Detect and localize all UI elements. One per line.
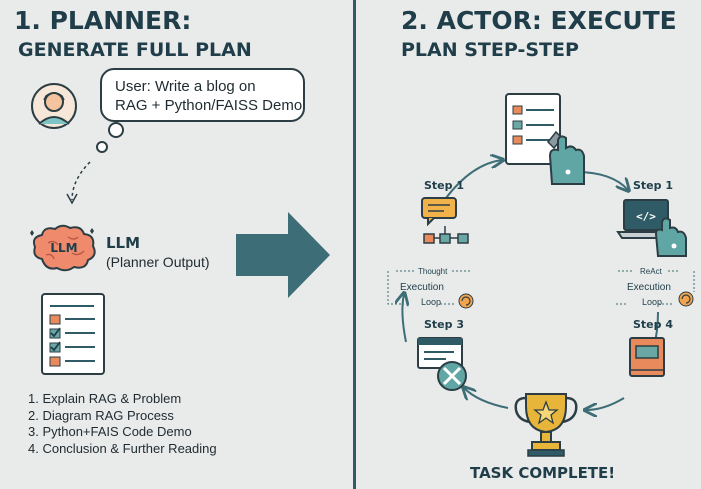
brain-llm-text: LLM: [50, 241, 77, 255]
user-prompt-line2: RAG + Python/FAISS Demo: [115, 97, 303, 114]
step-label-top-left: Step 1: [424, 179, 464, 192]
loop-left-bottom: Loop: [421, 297, 442, 307]
loop-right-bottom: Loop: [642, 297, 663, 307]
user-prompt-line1: User: Write a blog on: [115, 78, 256, 95]
plan-step: 4. Conclusion & Further Reading: [28, 440, 217, 456]
llm-label: LLM: [106, 234, 141, 252]
plan-step: 1. Explain RAG & Problem: [28, 391, 182, 406]
user-avatar-icon: [31, 83, 77, 129]
user-speech-bubble: User: Write a blog on RAG + Python/FAISS…: [100, 68, 305, 122]
plan-step: 2. Diagram RAG Process: [28, 407, 174, 423]
loop-right-top: ReAct: [640, 267, 662, 276]
actor-subtitle: PLAN STEP-STEP: [401, 39, 579, 61]
react-loop-diagram: [616, 270, 695, 307]
chat-flowchart-icon: [421, 197, 469, 244]
panel-divider: [353, 0, 356, 489]
thought-bubble-connector: [66, 122, 124, 205]
thought-loop-diagram: [387, 270, 474, 309]
code-tag-text: </>: [636, 210, 656, 223]
plan-document-hand-icon: [505, 93, 585, 185]
book-icon: [629, 337, 665, 377]
llm-sublabel: (Planner Output): [106, 254, 210, 270]
actor-title: 2. ACTOR: EXECUTE: [401, 6, 677, 35]
task-complete-label: TASK COMPLETE!: [470, 464, 616, 482]
planner-title: 1. PLANNER:: [14, 6, 192, 35]
browser-tools-icon: [417, 337, 467, 391]
step-label-bottom-right: Step 4: [633, 318, 673, 331]
step-label-bottom-left: Step 3: [424, 318, 464, 331]
step-label-top-right: Step 1: [633, 179, 673, 192]
plan-step: 3. Python+FAIS Code Demo: [28, 424, 192, 439]
big-right-arrow-icon: [236, 212, 330, 298]
loop-left-middle: Execution: [400, 282, 444, 293]
planner-subtitle: GENERATE FULL PLAN: [18, 39, 252, 61]
laptop-code-icon: </>: [616, 199, 687, 257]
plan-steps-list: 1. Explain RAG & Problem 2. Diagram RAG …: [28, 391, 217, 457]
loop-left-top: Thought: [418, 267, 448, 276]
loop-right-middle: Execution: [627, 282, 671, 293]
plan-document-icon: [41, 293, 105, 375]
brain-icon: LLM: [30, 224, 96, 272]
trophy-icon: [514, 393, 578, 457]
